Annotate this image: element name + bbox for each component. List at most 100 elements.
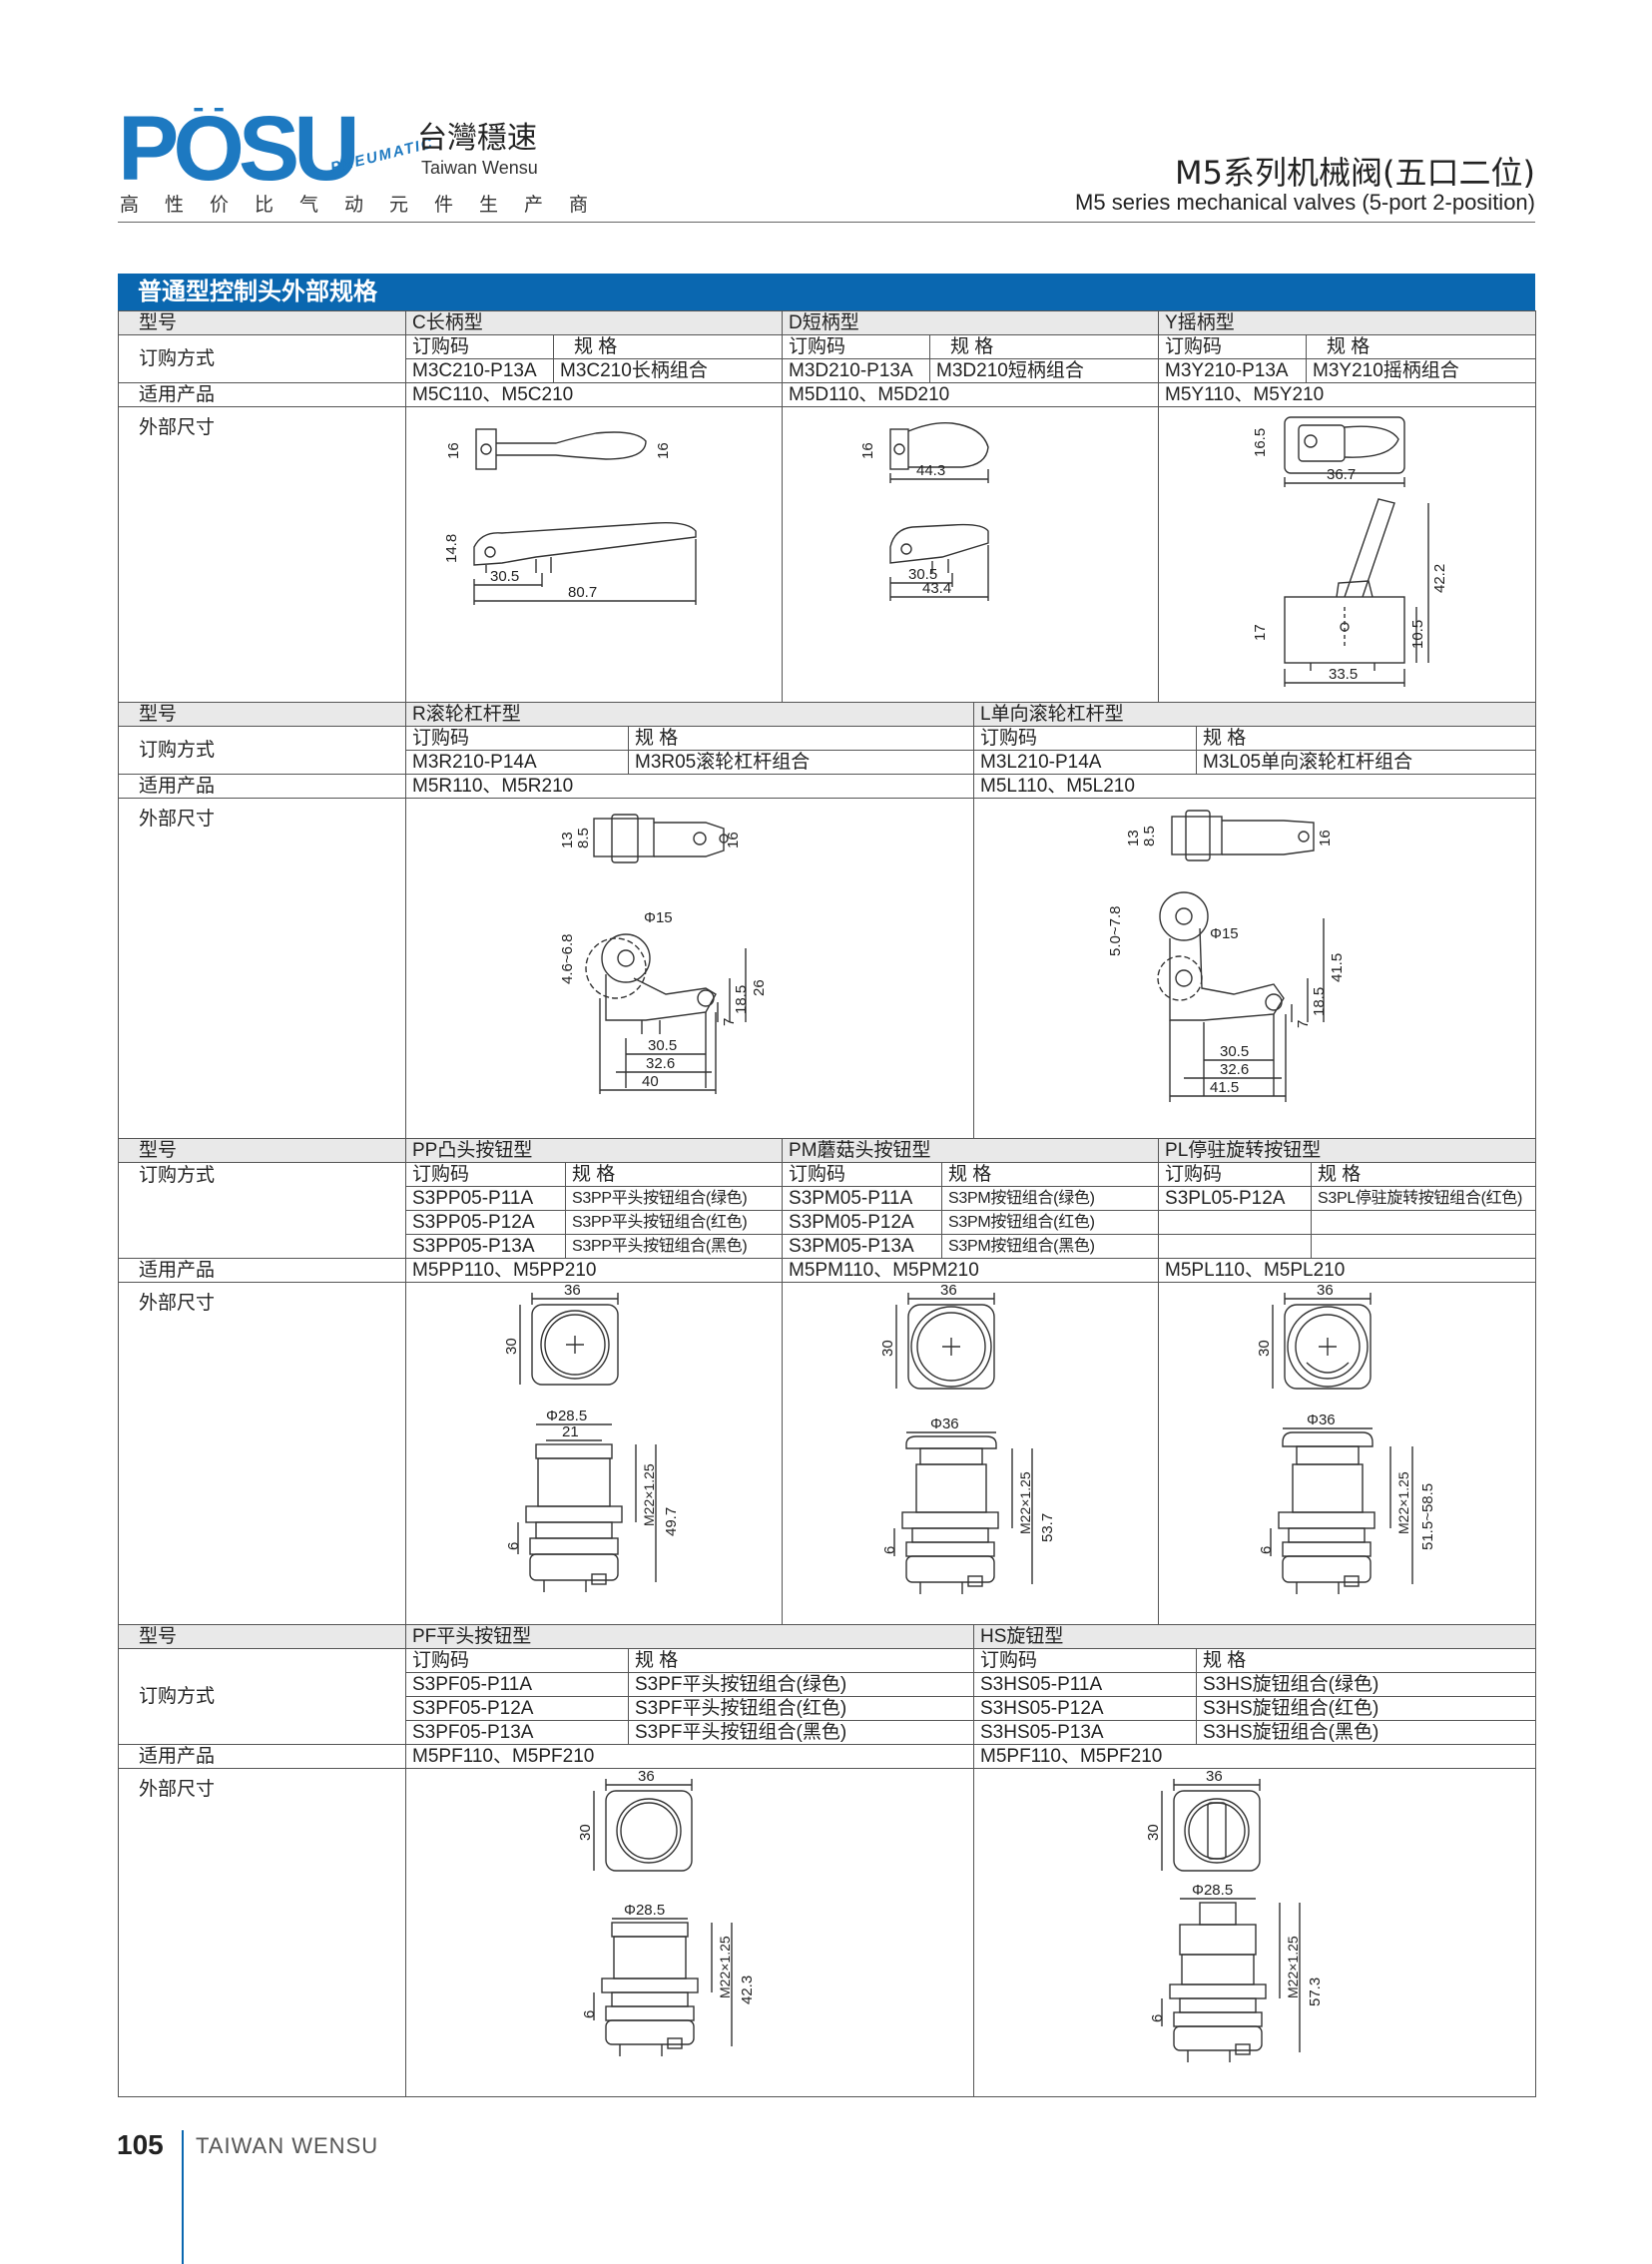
order-code: M3D210-P13A <box>782 358 931 383</box>
model-name: R滚轮杠杆型 <box>404 702 975 727</box>
product-label: 适用产品 <box>118 1744 406 1769</box>
page-number: 105 <box>117 2129 164 2160</box>
spec-table-lever: 型号 C长柄型 D短柄型 Y摇柄型 订购方式 订购码 规 格 订购码 规 格 订… <box>118 310 1537 710</box>
dim-label: 49.7 <box>663 1507 680 1536</box>
order-code: M3R210-P14A <box>405 750 629 775</box>
table-row: S3PP05-P13A S3PP平头按钮组合(黑色) S3PM05-P13A S… <box>119 1234 1537 1259</box>
dim-label: 13 <box>1125 830 1142 847</box>
dim-label: 33.5 <box>1329 666 1358 683</box>
dim-label: 8.5 <box>1141 826 1158 847</box>
dim-label: M22×1.25 <box>717 1936 733 1998</box>
page-title-cn: M5系列机械阀(五口二位) <box>1175 154 1535 192</box>
dim-label: Φ15 <box>644 909 673 926</box>
drawing-pf-flat-button: 36 30 Φ28.5 M22×1.25 42.3 6 <box>405 1768 974 2097</box>
dim-label: 41.5 <box>1210 1079 1239 1096</box>
dim-label: 30.5 <box>908 566 937 583</box>
dim-label: 16 <box>1317 830 1334 847</box>
code-header: 订购码 <box>405 1162 566 1187</box>
model-name: PF平头按钮型 <box>405 1624 974 1649</box>
dims-label: 外部尺寸 <box>118 406 406 710</box>
drawing-y-rocker: 16.5 36.7 42.2 17 10.5 33.5 <box>1158 406 1537 710</box>
dim-label: 42.2 <box>1431 564 1448 593</box>
header-divider <box>118 222 1535 223</box>
order-label: 订购方式 <box>118 1162 406 1259</box>
dim-label: 10.5 <box>1409 620 1426 649</box>
dim-label: 57.3 <box>1307 1978 1324 2006</box>
model-name: D短柄型 <box>782 310 1160 335</box>
order-label: 订购方式 <box>118 334 406 383</box>
dim-label: Φ28.5 <box>1192 1882 1233 1899</box>
dim-label: Φ15 <box>1210 925 1239 942</box>
table-row: 适用产品 M5PF110、M5PF210 M5PF110、M5PF210 <box>118 1744 1536 1769</box>
dim-label: Φ36 <box>930 1415 959 1432</box>
dim-label: 14.8 <box>443 534 460 563</box>
order-code: S3PP05-P12A <box>405 1210 566 1235</box>
section-title: 普通型控制头外部规格 <box>118 274 1535 310</box>
model-label: 型号 <box>118 702 406 727</box>
code-header: 订购码 <box>405 334 554 359</box>
table-row: M3C210-P13A M3C210长柄组合 M3D210-P13A M3D21… <box>119 358 1537 383</box>
brand-logo: PÖSU PNEUMATIC 台灣穩速 Taiwan Wensu <box>118 108 587 228</box>
drawing-d-short-lever: 16 44.3 30.5 43.4 <box>782 406 1160 710</box>
dim-label: Φ28.5 <box>624 1902 665 1919</box>
dim-label: 44.3 <box>916 462 945 479</box>
code-header: 订购码 <box>405 726 629 751</box>
product-list: M5D110、M5D210 <box>782 382 1160 407</box>
spec-header: 规 格 <box>1306 334 1537 359</box>
dim-label: 53.7 <box>1039 1513 1056 1542</box>
table-row: 外部尺寸 36 30 Φ28.5 21 <box>118 1282 1537 1627</box>
order-spec: S3PF平头按钮组合(红色) <box>628 1696 974 1721</box>
dim-label: 40 <box>642 1073 659 1090</box>
table-row: 适用产品 M5R110、M5R210 M5L110、M5L210 <box>118 774 1537 799</box>
order-spec: S3PP平头按钮组合(红色) <box>564 1210 784 1235</box>
spec-header: 规 格 <box>564 1162 784 1187</box>
dim-label: 36 <box>940 1283 957 1299</box>
order-spec: S3HS旋钮组合(黑色) <box>1196 1720 1536 1745</box>
dim-label: Φ28.5 <box>546 1408 587 1424</box>
dim-label: 30 <box>1256 1340 1273 1357</box>
product-list: M5PM110、M5PM210 <box>782 1258 1160 1283</box>
product-list: M5Y110、M5Y210 <box>1158 382 1537 407</box>
dims-label: 外部尺寸 <box>118 1768 406 2097</box>
dim-label: 6 <box>581 2010 598 2018</box>
spec-header: 规 格 <box>552 334 784 359</box>
dim-label: 18.5 <box>1311 987 1328 1016</box>
order-spec: S3PP平头按钮组合(绿色) <box>564 1186 784 1211</box>
dim-label: 32.6 <box>646 1055 675 1072</box>
posu-logo-icon: PÖSU PNEUMATIC 台灣穩速 Taiwan Wensu <box>118 108 538 200</box>
dim-label: M22×1.25 <box>1017 1471 1033 1534</box>
table-row: 型号 R滚轮杠杆型 L单向滚轮杠杆型 <box>118 702 1537 727</box>
dim-label: 13 <box>559 832 576 849</box>
product-label: 适用产品 <box>118 382 406 407</box>
order-code: S3PL05-P12A <box>1158 1186 1313 1211</box>
model-label: 型号 <box>118 1624 406 1649</box>
table-row: 订购方式 订购码 规 格 订购码 规 格 订购码 规 格 <box>118 334 1537 383</box>
order-code: S3HS05-P12A <box>973 1696 1197 1721</box>
dim-label: 6 <box>505 1542 522 1550</box>
order-label: 订购方式 <box>118 726 406 775</box>
spec-header: 规 格 <box>628 1648 974 1673</box>
dim-label: 17 <box>1252 624 1269 641</box>
table-row: S3PP05-P12A S3PP平头按钮组合(红色) S3PM05-P12A S… <box>119 1210 1537 1235</box>
spec-table-roller: 型号 R滚轮杠杆型 L单向滚轮杠杆型 订购方式 订购码 规 格 订购码 规 格 … <box>118 702 1537 1139</box>
dim-label: 30.5 <box>490 568 519 585</box>
code-header: 订购码 <box>973 1648 1197 1673</box>
code-header: 订购码 <box>1158 334 1308 359</box>
spec-header: 规 格 <box>1196 726 1537 751</box>
dim-label: 21 <box>562 1423 579 1440</box>
dim-label: 16 <box>655 442 672 459</box>
drawing-r-roller-lever: 13 8.5 16 Φ15 4.6~6.8 26 18.5 7 <box>404 798 975 1139</box>
dim-label: 6 <box>881 1546 898 1554</box>
page-title-en: M5 series mechanical valves (5-port 2-po… <box>1075 190 1535 215</box>
footer-brand: TAIWAN WENSU <box>196 2133 379 2158</box>
order-spec: M3D210短柄组合 <box>929 358 1160 383</box>
dim-label: 30 <box>1145 1824 1162 1841</box>
dim-label: 5.0~7.8 <box>1107 906 1124 956</box>
order-code: S3HS05-P11A <box>973 1672 1197 1697</box>
dim-label: Φ36 <box>1307 1412 1336 1428</box>
order-code: S3PF05-P11A <box>405 1672 629 1697</box>
table-row: 订购方式 订购码 规 格 订购码 规 格 <box>118 726 1537 775</box>
dim-label: 30.5 <box>1220 1043 1249 1060</box>
model-label: 型号 <box>118 1138 406 1163</box>
